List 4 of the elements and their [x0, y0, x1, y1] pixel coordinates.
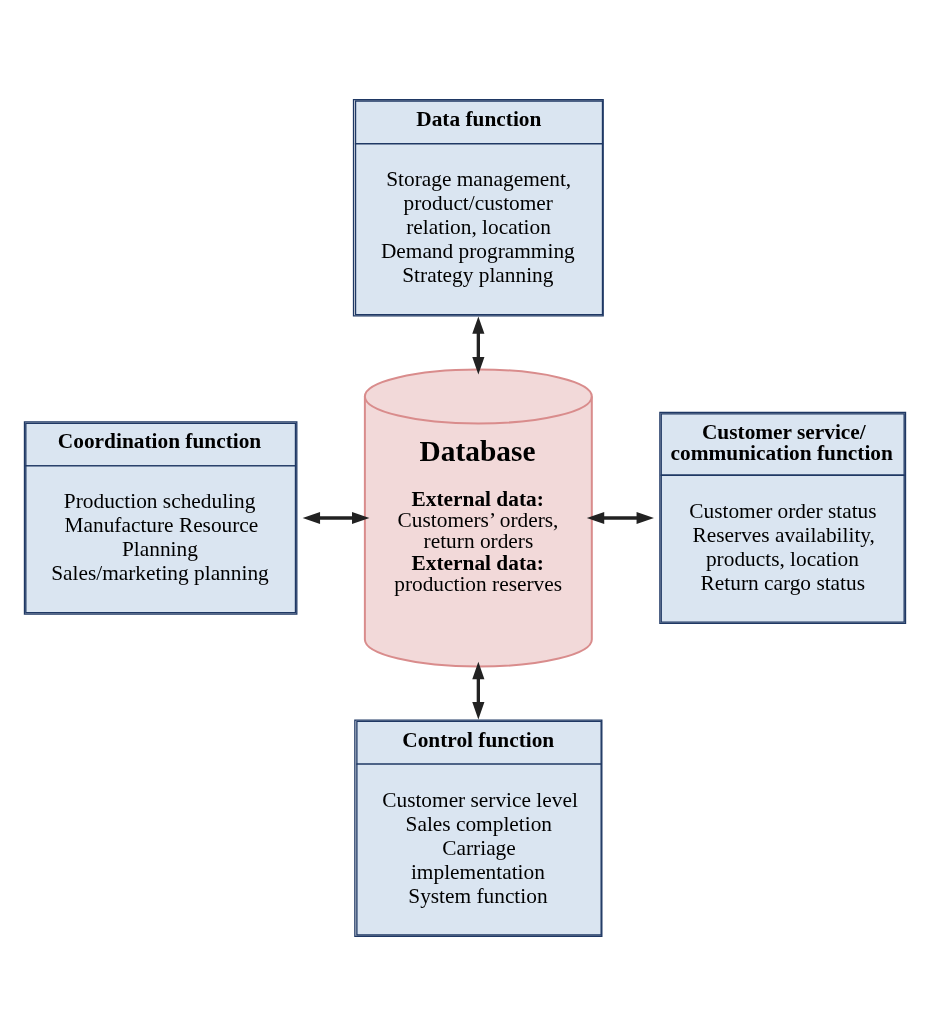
arrow [472, 661, 485, 720]
arrow [586, 511, 654, 525]
arrow [472, 316, 485, 375]
arrow [302, 511, 370, 525]
